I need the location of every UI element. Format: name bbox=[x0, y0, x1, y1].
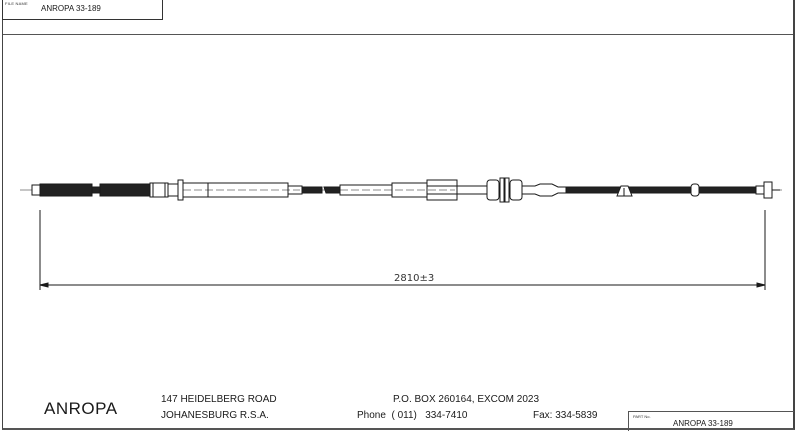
inner-cable bbox=[565, 186, 767, 194]
crimp-bead bbox=[690, 183, 700, 197]
address-line-1: 147 HEIDELBERG ROAD bbox=[161, 394, 277, 405]
lock-nut-1 bbox=[486, 179, 500, 201]
phone-number: Phone ( 011) 334-7410 bbox=[357, 410, 468, 421]
ferrule bbox=[521, 183, 567, 197]
part-no-label: PART No. bbox=[633, 414, 651, 419]
end-nipple bbox=[763, 181, 773, 199]
overall-length-dimension: 2810±3 bbox=[394, 273, 434, 284]
washer-3 bbox=[504, 177, 510, 203]
dimension-arrow-left bbox=[39, 282, 49, 288]
washer-1 bbox=[177, 179, 184, 201]
left-end-cap bbox=[31, 184, 41, 196]
cable-break-right bbox=[323, 186, 341, 194]
lock-nut-2 bbox=[509, 179, 523, 201]
nipple-neck bbox=[755, 185, 765, 195]
threaded-section-2 bbox=[99, 183, 151, 197]
file-name-label: FILE NAME bbox=[5, 1, 28, 6]
nut-2 bbox=[167, 183, 179, 197]
file-name-box: FILE NAME ANROPA 33-189 bbox=[2, 0, 163, 20]
cable-break-left bbox=[301, 186, 323, 194]
threaded-section-1 bbox=[39, 183, 93, 197]
dimension-arrow-right bbox=[756, 282, 766, 288]
po-box: P.O. BOX 260164, EXCOM 2023 bbox=[393, 394, 540, 405]
part-no-value: ANROPA 33-189 bbox=[673, 419, 733, 428]
fax-number: Fax: 334-5839 bbox=[533, 410, 598, 421]
thread-neck bbox=[91, 186, 101, 194]
address-line-2: JOHANESBURG R.S.A. bbox=[161, 410, 269, 421]
company-name: ANROPA bbox=[44, 399, 118, 418]
washer-2 bbox=[499, 177, 505, 203]
file-name-value: ANROPA 33-189 bbox=[41, 4, 101, 13]
part-number-box: PART No. ANROPA 33-189 bbox=[628, 411, 794, 431]
adjuster-stem bbox=[456, 185, 488, 195]
top-border-line bbox=[3, 34, 793, 35]
